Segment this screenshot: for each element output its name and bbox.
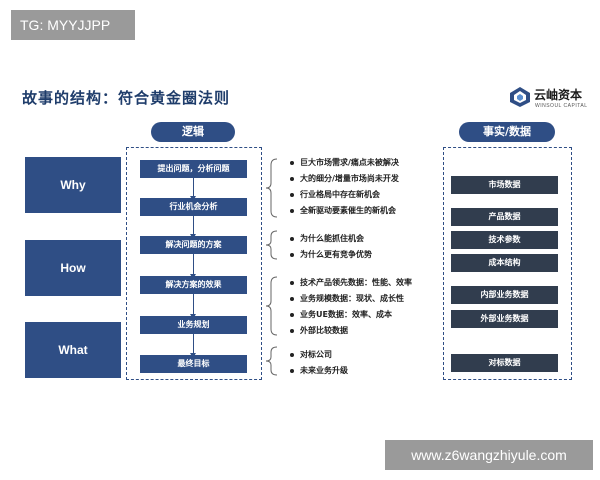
bullet-item: 全新驱动要素催生的新机会	[290, 206, 396, 215]
arrow-down	[190, 254, 196, 279]
bullet-item: 未来业务升级	[290, 366, 348, 375]
step-solution: 解决问题的方案	[140, 236, 247, 254]
step-business-plan: 业务规划	[140, 316, 247, 334]
logo-name-en: WINSOUL CAPITAL	[535, 103, 588, 109]
arrow-down	[190, 216, 196, 239]
product-data-box: 产品数据	[451, 208, 558, 226]
step-identify-problem: 提出问题，分析问题	[140, 160, 247, 178]
bracket	[265, 158, 278, 218]
bracket	[265, 346, 278, 376]
benchmark-data-box: 对标数据	[451, 354, 558, 372]
bullet-item: 为什么能抓住机会	[290, 234, 364, 243]
logic-header: 逻辑	[151, 122, 235, 142]
page-title: 故事的结构：符合黄金圈法则	[22, 89, 231, 107]
cost-structure-box: 成本结构	[451, 254, 558, 272]
facts-column-frame	[443, 147, 572, 380]
bullet-item: 业务UE数据：效率、成本	[290, 310, 392, 319]
step-final-goal: 最终目标	[140, 355, 247, 373]
how-box: How	[25, 240, 121, 296]
internal-business-data-box: 内部业务数据	[451, 286, 558, 304]
external-business-data-box: 外部业务数据	[451, 310, 558, 328]
bracket	[265, 276, 278, 336]
tg-tag: TG: MYYJJPP	[11, 10, 135, 40]
market-data-box: 市场数据	[451, 176, 558, 194]
bullet-item: 外部比较数据	[290, 326, 348, 335]
arrow-down	[190, 334, 196, 358]
tech-params-box: 技术参数	[451, 231, 558, 249]
arrow-down	[190, 178, 196, 201]
watermark: www.z6wangzhiyule.com	[385, 440, 593, 470]
what-box: What	[25, 322, 121, 378]
facts-header: 事实/数据	[459, 122, 555, 142]
step-industry-opportunity: 行业机会分析	[140, 198, 247, 216]
bullet-item: 大的细分/增量市场尚未开发	[290, 174, 399, 183]
logo-name-cn: 云岫资本	[534, 88, 583, 102]
step-solution-effect: 解决方案的效果	[140, 276, 247, 294]
why-box: Why	[25, 157, 121, 213]
bullet-item: 对标公司	[290, 350, 332, 359]
bracket	[265, 230, 278, 260]
bullet-item: 为什么更有竞争优势	[290, 250, 372, 259]
arrow-down	[190, 294, 196, 319]
bullet-item: 巨大市场需求/痛点未被解决	[290, 158, 399, 167]
bullet-item: 行业格局中存在新机会	[290, 190, 380, 199]
logic-column-frame	[126, 147, 262, 380]
bullet-item: 技术产品领先数据：性能、效率	[290, 278, 412, 287]
winsoul-logo-icon	[510, 87, 530, 107]
bullet-item: 业务规模数据：现状、成长性	[290, 294, 404, 303]
